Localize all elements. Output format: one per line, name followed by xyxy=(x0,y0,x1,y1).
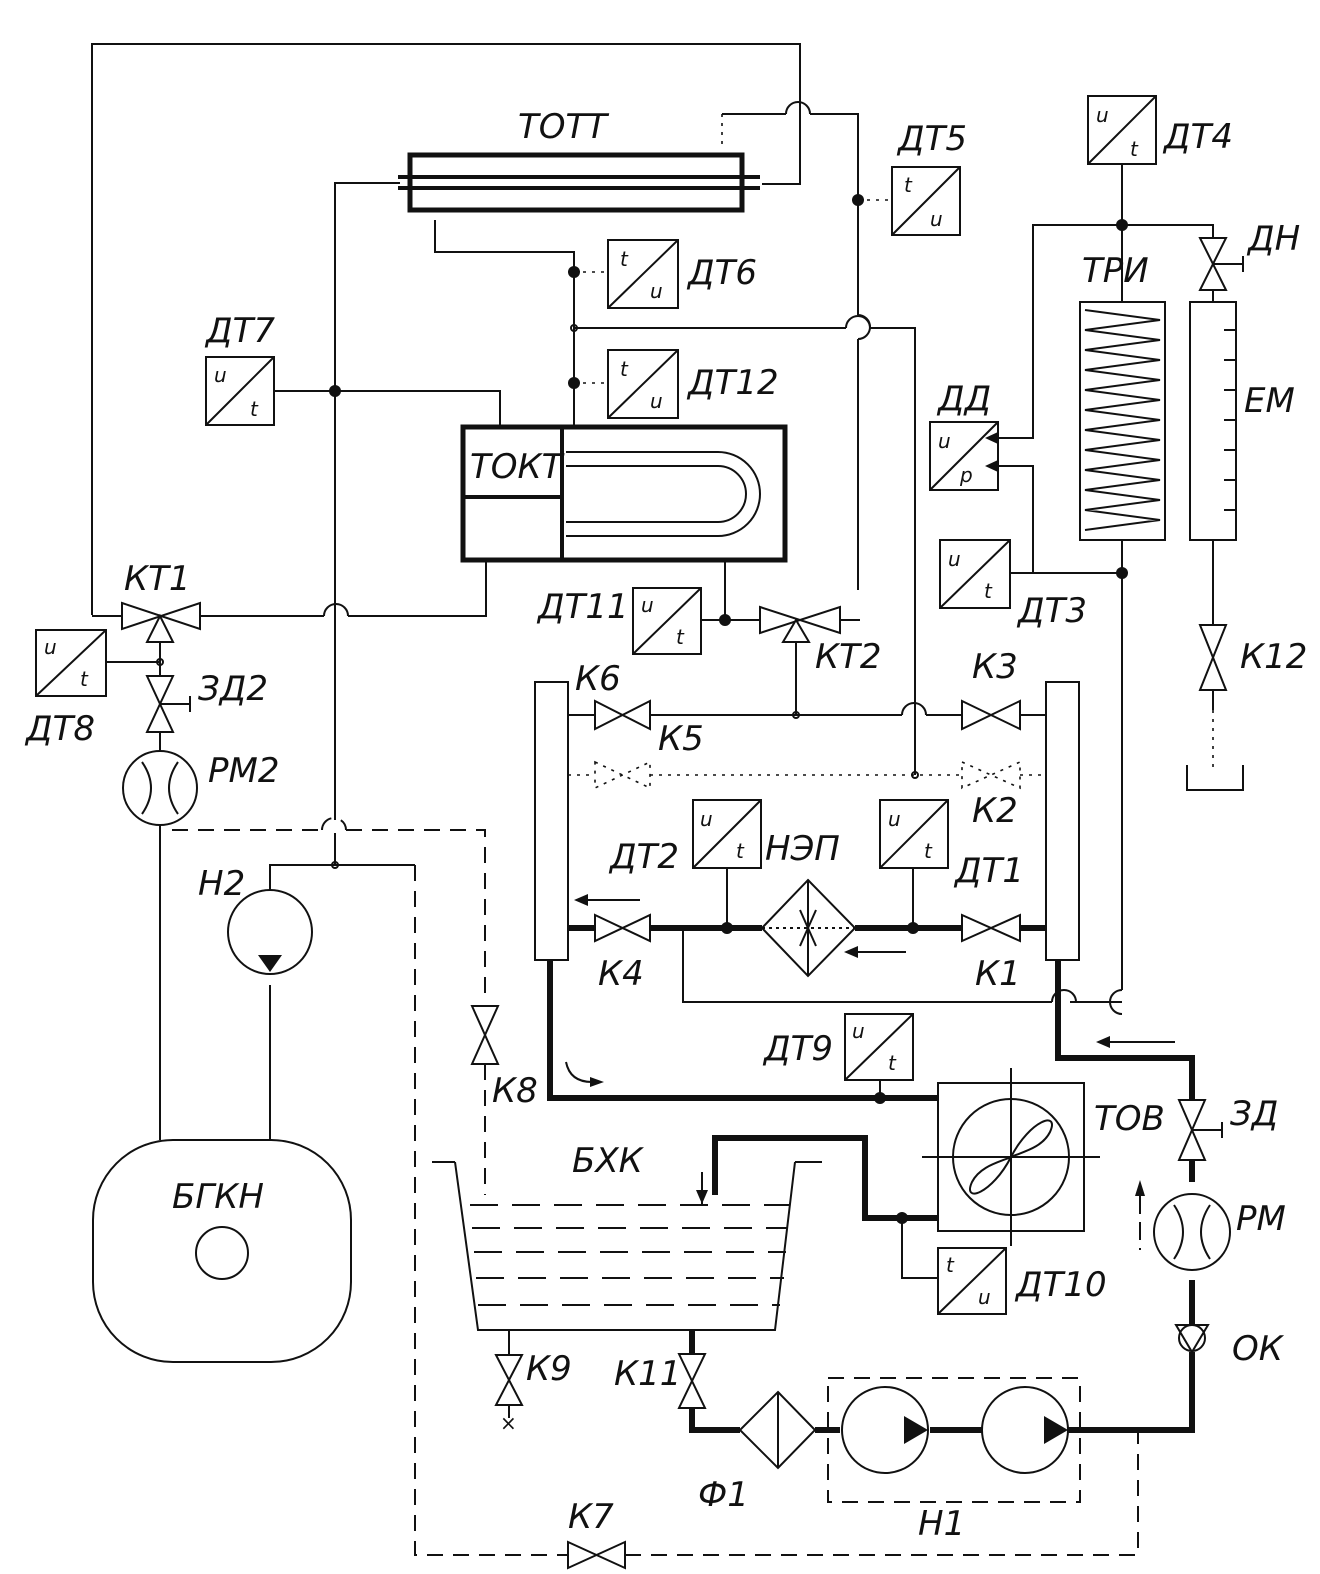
label-nep: НЭП xyxy=(765,829,840,869)
tri-coil: ТРИ xyxy=(1079,251,1166,541)
tov-unit: ТОВ xyxy=(922,1068,1165,1246)
label-dt2: ДТ2 xyxy=(608,837,679,877)
label-dn: ДН xyxy=(1246,219,1300,259)
label-dt5: ДТ5 xyxy=(896,119,967,159)
label-ok: ОК xyxy=(1232,1329,1285,1369)
svg-text:t: t xyxy=(620,357,629,381)
valves: К6 К3 К5 К2 К4 К1 К7 К8 × К9 К11 К12 xyxy=(145,219,1307,1570)
label-kt1: КТ1 xyxy=(124,559,191,599)
svg-text:u: u xyxy=(888,807,901,831)
svg-text:t: t xyxy=(1130,137,1139,161)
check-valve-ok: ОК xyxy=(1174,1324,1285,1369)
svg-text:u: u xyxy=(44,635,57,659)
label-zd: ЗД xyxy=(1230,1094,1278,1134)
svg-text:u: u xyxy=(978,1285,991,1309)
em-tank: ЕМ xyxy=(1189,301,1295,541)
label-dt7: ДТ7 xyxy=(204,311,275,351)
svg-text:t: t xyxy=(984,579,993,603)
thin-lines xyxy=(91,43,1244,1418)
main-circuit xyxy=(547,925,1195,1433)
svg-text:u: u xyxy=(650,279,663,303)
label-dt1: ДТ1 xyxy=(953,851,1024,891)
svg-text:u: u xyxy=(1096,103,1109,127)
label-k8: К8 xyxy=(492,1071,538,1111)
svg-text:t: t xyxy=(620,247,629,271)
svg-text:u: u xyxy=(700,807,713,831)
label-dt12: ДТ12 xyxy=(686,363,779,403)
svg-text:u: u xyxy=(214,363,227,387)
label-bgkn: БГКН xyxy=(172,1177,264,1217)
svg-text:u: u xyxy=(852,1019,865,1043)
label-dt6: ДТ6 xyxy=(686,253,757,293)
label-tov: ТОВ xyxy=(1094,1099,1165,1139)
label-k7: К7 xyxy=(568,1497,614,1537)
label-k3: К3 xyxy=(972,647,1018,687)
svg-text:t: t xyxy=(924,839,933,863)
label-kt2: КТ2 xyxy=(815,637,882,677)
manifolds xyxy=(534,681,1080,961)
label-tott: ТОТТ xyxy=(518,107,609,147)
label-dt11: ДТ11 xyxy=(536,587,629,627)
svg-text:u: u xyxy=(930,207,943,231)
bgkn-reservoir: БГКН xyxy=(92,1139,352,1363)
label-dt10: ДТ10 xyxy=(1014,1265,1107,1305)
label-k5: К5 xyxy=(658,719,704,759)
label-k6: К6 xyxy=(575,659,621,699)
flow-arrows xyxy=(565,894,1175,1250)
label-h1: Н1 xyxy=(918,1504,965,1544)
label-rm2: РМ2 xyxy=(208,751,279,791)
label-k11: К11 xyxy=(614,1354,681,1394)
svg-text:u: u xyxy=(948,547,961,571)
label-tokt: ТОКТ xyxy=(470,447,565,487)
svg-text:t: t xyxy=(250,397,259,421)
svg-text:u: u xyxy=(641,593,654,617)
bxk-tank: БХК xyxy=(454,1141,796,1331)
label-dd: ДД xyxy=(936,379,991,419)
svg-text:t: t xyxy=(676,625,685,649)
label-k9: К9 xyxy=(526,1349,572,1389)
label-dt4: ДТ4 xyxy=(1162,117,1233,157)
label-dt9: ДТ9 xyxy=(762,1029,833,1069)
svg-text:u: u xyxy=(938,429,951,453)
nep-unit: НЭП xyxy=(760,829,857,978)
label-dt3: ДТ3 xyxy=(1016,591,1087,631)
flowmeters: РМ2 РМ xyxy=(122,750,1286,1271)
label-k2: К2 xyxy=(972,791,1018,831)
label-zd2: ЗД2 xyxy=(198,669,268,709)
label-tri: ТРИ xyxy=(1082,251,1149,291)
dashed-lines xyxy=(172,114,1139,1556)
tott-exchanger: ТОТТ xyxy=(398,107,760,213)
label-rm: РМ xyxy=(1236,1199,1286,1239)
tokt-block: ТОКТ xyxy=(460,424,788,563)
svg-text:×: × xyxy=(500,1411,517,1435)
label-k4: К4 xyxy=(598,954,644,994)
svg-text:t: t xyxy=(80,667,89,691)
pumps: Н2 Н1 xyxy=(198,864,1069,1544)
three-way-valves: КТ1 КТ2 xyxy=(121,559,882,677)
svg-text:u: u xyxy=(650,389,663,413)
svg-text:t: t xyxy=(736,839,745,863)
temperature-transducers: t u ДТ5 u t ДТ4 t u ДТ6 t u ДТ12 u t ДТ7… xyxy=(24,95,1233,1315)
junctions xyxy=(156,194,1128,1224)
label-bxk: БХК xyxy=(572,1141,645,1181)
filter-f1: Ф1 xyxy=(698,1390,817,1515)
label-dt8: ДТ8 xyxy=(24,709,95,749)
svg-text:p: p xyxy=(959,463,973,487)
label-k1: К1 xyxy=(975,954,1021,994)
label-em: ЕМ xyxy=(1244,381,1295,421)
svg-text:t: t xyxy=(946,1253,955,1277)
label-k12: К12 xyxy=(1240,637,1307,677)
label-f1: Ф1 xyxy=(698,1475,749,1515)
label-h2: Н2 xyxy=(198,864,245,904)
dd-transducer: u p ДД xyxy=(929,379,999,491)
svg-text:t: t xyxy=(888,1051,897,1075)
svg-text:t: t xyxy=(904,173,913,197)
